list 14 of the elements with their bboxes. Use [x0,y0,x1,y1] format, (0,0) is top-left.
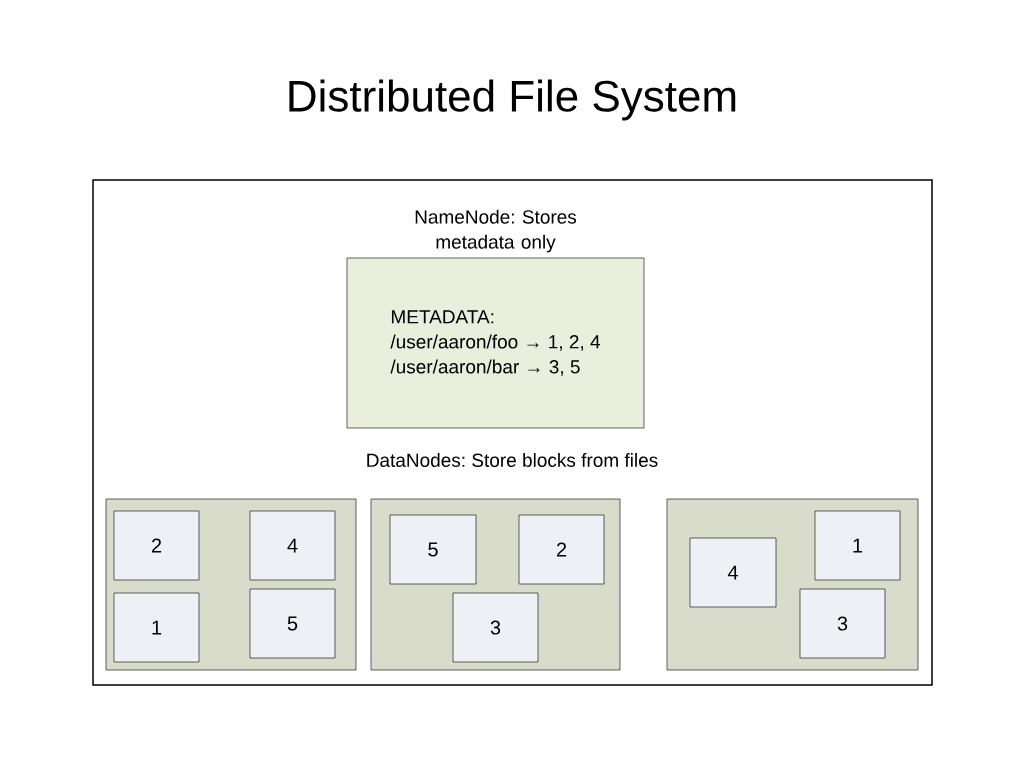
block-box: 2 [518,514,605,585]
title: Distributed File System [289,79,736,121]
block-box: 3 [799,588,886,659]
block-box: 5 [389,514,477,585]
section-label: DataNodes: Store blocks from files [367,453,658,467]
block-box: 1 [814,510,901,581]
block-box: 2 [113,510,200,581]
block-box: 5 [249,588,336,659]
metadata-box: METADATA: /user/aaron/foo → 1, 2, 4 /user/aaron/bar → 3, 5 [346,257,645,429]
node-heading: NameNode: Stores metadata only [415,209,577,253]
block-box: 1 [113,592,200,663]
block-box: 4 [689,537,777,608]
block-box: 3 [452,592,539,663]
block-box: 4 [249,510,336,581]
